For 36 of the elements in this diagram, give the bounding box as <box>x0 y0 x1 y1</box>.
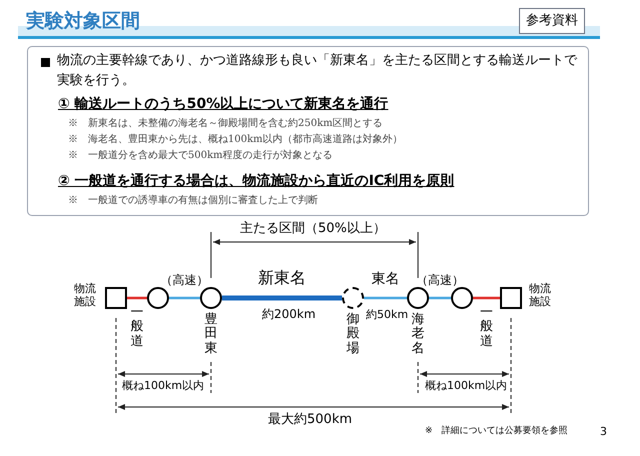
dimension-label: 概ね100km以内 <box>122 380 204 391</box>
station-label: 豊田東 <box>204 313 218 356</box>
point-heading: ② 一般道を通行する場合は、物流施設から直近のIC利用を原則 <box>58 172 454 190</box>
distance-label: 約200km <box>262 308 316 320</box>
edge-label: （高速） <box>416 274 464 286</box>
dimension-label: 最大約500km <box>268 413 352 426</box>
dimension-label: 概ね100km以内 <box>425 380 508 391</box>
reference-tag: 参考資料 <box>519 8 585 34</box>
page-number: 3 <box>600 426 607 437</box>
station-label: 海老名 <box>412 313 424 356</box>
page-title: 実験対象区間 <box>26 12 140 31</box>
route-line <box>222 296 342 300</box>
facility-box <box>500 287 522 309</box>
facility-box <box>105 287 127 309</box>
distance-label: 約50km <box>366 309 408 320</box>
edge-label: （高速） <box>160 274 208 286</box>
route-line <box>473 296 500 300</box>
edge-label: 新東名 <box>258 270 306 286</box>
route-line <box>169 296 200 300</box>
facility-label: 物流施設 <box>528 282 552 308</box>
note-text: ※ 一般道分を含め最大で500km程度の走行が対象となる <box>68 149 333 163</box>
main-statement: 物流の主要幹線であり、かつ道路線形も良い「新東名」を主たる区間とする輸送ルートで実験を行う。 <box>57 52 577 90</box>
edge-label: 一般道 <box>130 306 144 349</box>
note-text: ※ 海老名、豊田東から先は、概ね100km以内（都市高速道路は対象外） <box>68 133 403 147</box>
footnote: ※ 詳細については公募要領を参照 <box>425 427 568 436</box>
edge-label: 一般道 <box>480 306 493 349</box>
note-text: ※ 一般道での誘導車の有無は個別に審査した上で判断 <box>68 194 318 208</box>
station-label: 御殿場 <box>346 313 360 356</box>
route-line <box>364 296 407 300</box>
point-heading: ① 輸送ルートのうち50%以上について新東名を通行 <box>58 95 388 113</box>
edge-label: 東名 <box>372 272 400 286</box>
dimension-label: 主たる区間（50%以上） <box>240 222 386 235</box>
route-line <box>429 296 451 300</box>
route-line <box>127 296 147 300</box>
facility-label: 物流施設 <box>73 282 98 308</box>
note-text: ※ 新東名は、未整備の海老名～御殿場間を含む約250km区間とする <box>68 117 383 131</box>
